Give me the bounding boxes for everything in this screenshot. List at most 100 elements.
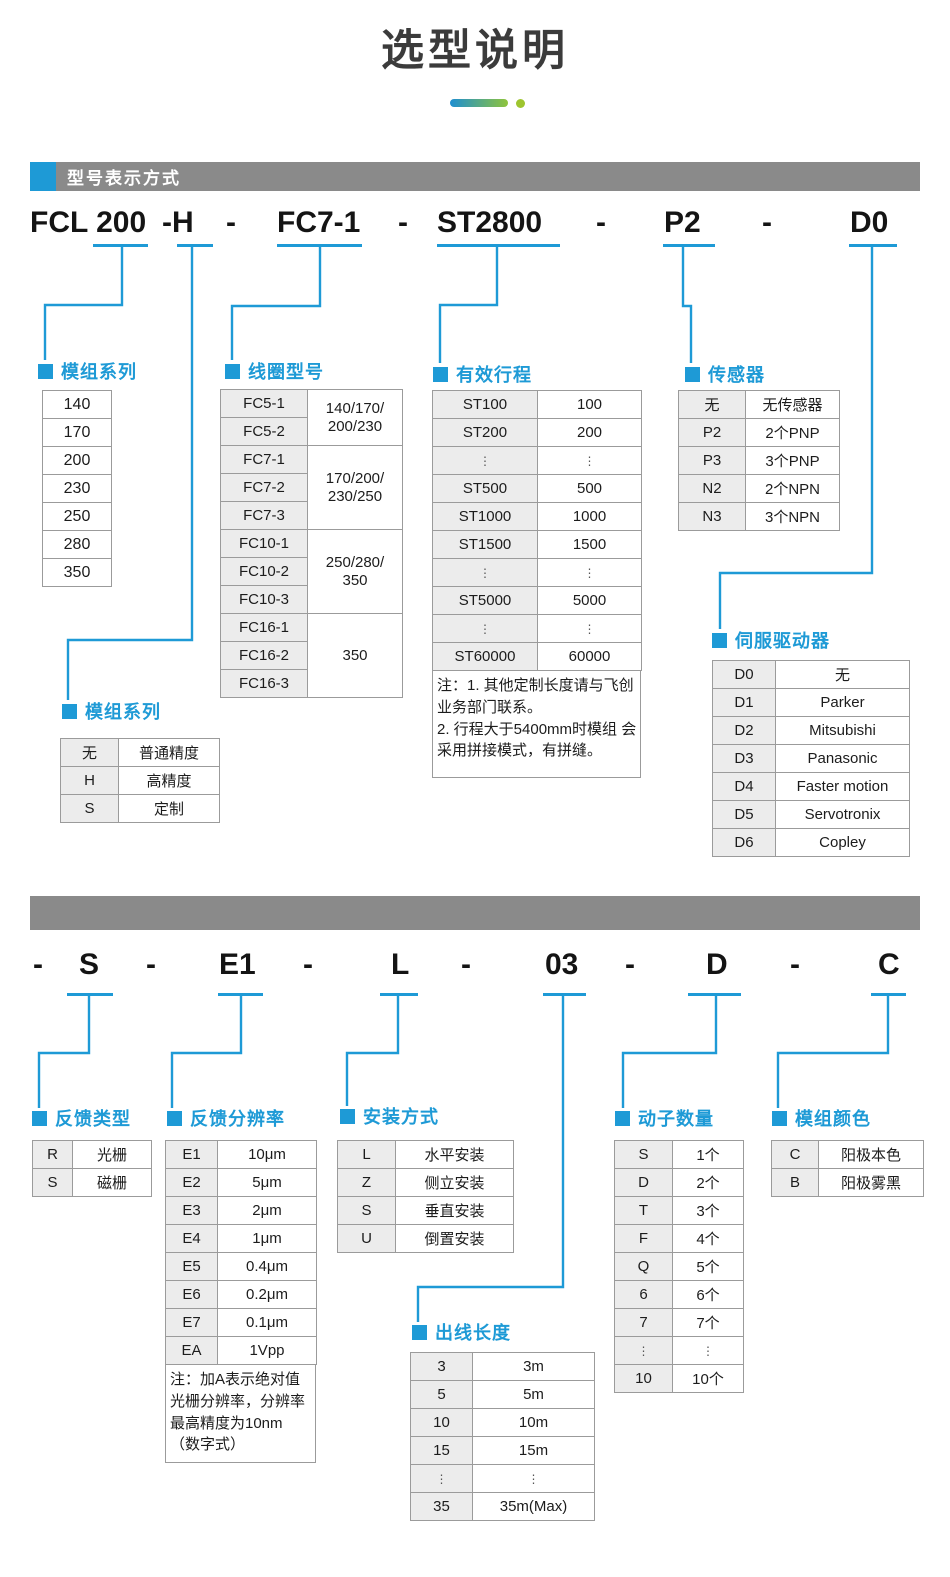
value-cell: 0.4μm: [217, 1252, 317, 1281]
value-cell: ⋮: [537, 558, 642, 587]
connector-line: [170, 996, 243, 1108]
group-label-driver: 伺服驱动器: [712, 627, 830, 653]
table-row: ⋮⋮: [432, 558, 642, 587]
group-label-text: 动子数量: [638, 1109, 714, 1129]
group-label-text: 模组系列: [85, 702, 161, 722]
code-cell: FC5-1: [220, 389, 308, 418]
code-segment-sensor: P2: [664, 206, 701, 239]
code-underline: [67, 993, 113, 996]
value-cell: 200: [537, 418, 642, 447]
value-cell: 5个: [672, 1252, 744, 1281]
group-label-text: 反馈类型: [55, 1109, 131, 1129]
group-label-sensor: 传感器: [685, 361, 765, 387]
table-row: 170: [42, 418, 112, 447]
group-label-color: 模组颜色: [772, 1105, 871, 1131]
code-cell: E7: [165, 1308, 218, 1337]
value-cell: 磁栅: [72, 1168, 152, 1197]
connector-line: [776, 996, 890, 1108]
value-cell: 无: [775, 660, 910, 689]
code-cell: L: [337, 1140, 396, 1169]
code-cell: ⋮: [432, 558, 538, 587]
label-bullet-icon: [685, 366, 700, 382]
label-bullet-icon: [772, 1110, 787, 1126]
code-cell: 5: [410, 1380, 473, 1409]
code-cell: D5: [712, 800, 776, 829]
code-cell: D6: [712, 828, 776, 857]
code-cell: ⋮: [614, 1336, 673, 1365]
value-cell: 1μm: [217, 1224, 317, 1253]
code-dash: -: [303, 948, 313, 981]
range-cell: 350: [307, 613, 403, 698]
group-label-module-series: 模组系列: [38, 358, 137, 384]
code-cell: D2: [712, 716, 776, 745]
header-accent-square-icon: [30, 162, 56, 191]
connector-line: [43, 247, 124, 360]
value-cell: ⋮: [537, 446, 642, 475]
value-cell: ⋮: [672, 1336, 744, 1365]
table-row: ⋮⋮: [410, 1464, 595, 1493]
label-bullet-icon: [340, 1108, 355, 1124]
value-cell: 10个: [672, 1364, 744, 1393]
code-cell: EA: [165, 1336, 218, 1365]
code-dash: -: [461, 948, 471, 981]
value-cell: 3个PNP: [745, 446, 840, 475]
code-cell: H: [60, 766, 119, 795]
value-cell: 0.2μm: [217, 1280, 317, 1309]
section-divider-bar: [30, 896, 920, 930]
code-cell: 7: [614, 1308, 673, 1337]
code-underline: [849, 244, 897, 247]
table-row: ⋮⋮: [614, 1336, 744, 1365]
value-cell: 4个: [672, 1224, 744, 1253]
value-cell: 垂直安装: [395, 1196, 514, 1225]
resolution-note: 注：加A表示绝对值 光栅分辨率，分辨率 最高精度为10nm （数字式）: [165, 1365, 316, 1463]
code-cell: D0: [712, 660, 776, 689]
group-label-cable: 出线长度: [412, 1319, 511, 1345]
label-bullet-icon: [167, 1110, 182, 1126]
code-segment-install: L: [391, 948, 410, 981]
value-cell: Faster motion: [775, 772, 910, 801]
code-cell: E5: [165, 1252, 218, 1281]
code-underline: [543, 993, 586, 996]
section-header-title: 型号表示方式: [67, 169, 181, 188]
code-cell: FC16-3: [220, 669, 308, 698]
code-cell: FC10-3: [220, 585, 308, 614]
code-underline: [93, 244, 148, 247]
table-row: FC10-3: [220, 585, 403, 614]
code-dash: -: [146, 948, 156, 981]
code-underline: [871, 993, 906, 996]
value-cell: Panasonic: [775, 744, 910, 773]
code-cell: U: [337, 1224, 396, 1253]
group-label-text: 模组颜色: [795, 1109, 871, 1129]
label-bullet-icon: [38, 363, 53, 379]
code-cell: ST1500: [432, 530, 538, 559]
title-divider-dot-icon: [516, 99, 525, 108]
code-cell: 3: [410, 1352, 473, 1381]
value-cell: 280: [42, 530, 112, 559]
code-cell: R: [32, 1140, 73, 1169]
connector-line: [345, 996, 400, 1106]
code-dash: -: [226, 206, 236, 239]
code-cell: ST100: [432, 390, 538, 419]
